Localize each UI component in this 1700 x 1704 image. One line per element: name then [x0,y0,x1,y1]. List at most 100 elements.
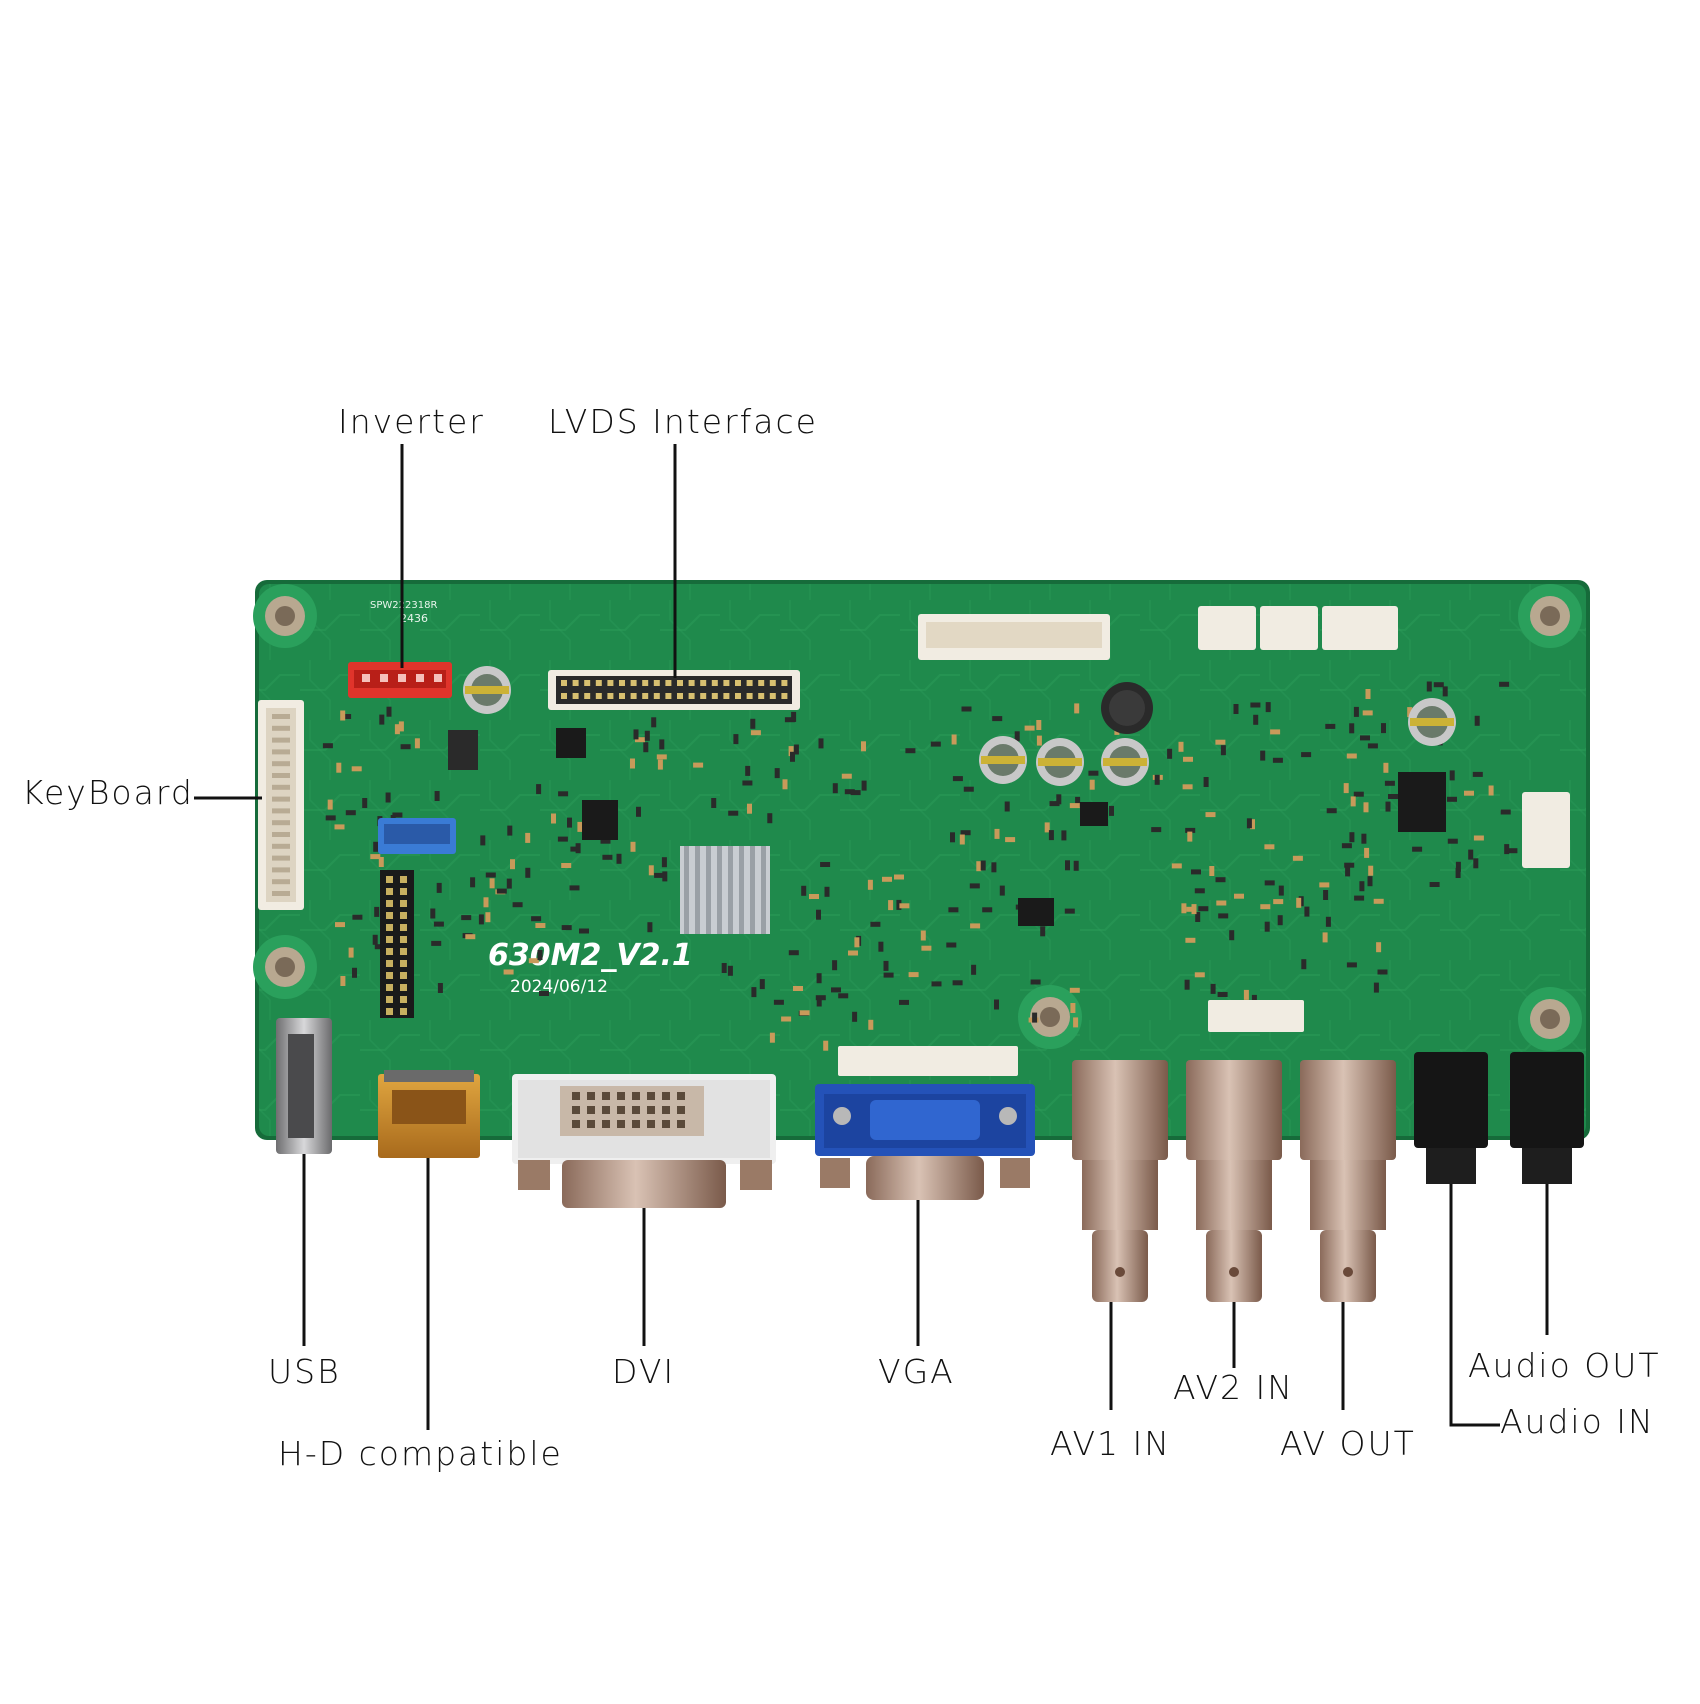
smd-component [992,716,1003,722]
smd-component [982,907,993,913]
smd-component [801,885,807,896]
smd-component [654,872,665,878]
smd-component [325,815,336,821]
mounting-hole-icon [253,584,317,648]
dvi-pin [572,1120,580,1128]
smd-component [362,798,368,808]
smd-component [946,942,957,948]
smd-component [931,981,942,987]
smd-component [570,846,581,852]
smd-component [791,711,797,722]
label-av-out: AV OUT [1280,1424,1416,1463]
lvds-pin [572,680,579,686]
smd-component [854,937,860,948]
smd-component [868,1019,874,1030]
smd-component [733,734,739,745]
smd-component [1191,869,1201,875]
smd-component [1182,784,1193,790]
smd-component [630,841,636,852]
smd-component [616,853,622,864]
keyboard-pin [272,879,290,885]
dvi-pin [632,1106,640,1114]
smd-component [888,900,894,911]
smd-component [483,897,489,908]
lvds-pin [735,680,741,686]
smd-component [525,832,531,843]
lvds-pin [584,680,591,686]
ic-chip [1398,772,1446,832]
label-audio-out: Audio OUT [1468,1346,1661,1385]
smd-component [1353,706,1359,717]
smd-component [793,744,799,755]
smd-component [782,779,788,790]
capacitor-icon [1101,738,1149,786]
board-model-text: 630M2_V2.1 [488,938,693,973]
smd-component [1376,942,1382,953]
smd-component [1210,983,1216,994]
smd-component [392,812,403,818]
smd-component [1350,796,1356,807]
dvi-pin [677,1092,685,1100]
smd-component [1368,865,1374,876]
header-pin [400,888,407,895]
smd-component [1447,796,1457,802]
smd-component [838,993,849,999]
lvds-pin [607,693,614,699]
smd-component [1004,801,1010,812]
mounting-hole-icon [1518,987,1582,1051]
dvi-pin [677,1120,685,1128]
smd-component [1278,885,1284,896]
smd-component [430,908,436,919]
smd-component [510,859,515,870]
smd-component [1412,846,1423,852]
smd-component [721,963,727,973]
smd-component [1195,912,1201,922]
smd-component [1455,861,1461,872]
smd-component [816,909,821,920]
smd-component [1361,833,1367,844]
smd-component [1319,882,1330,888]
smd-component [693,762,704,768]
capacitor-icon [979,736,1027,784]
keyboard-pin [272,761,290,767]
smd-component [643,742,649,753]
smd-component [648,865,654,876]
lvds-pin [653,693,660,699]
smd-component [503,969,514,975]
smd-component [1216,900,1227,906]
smd-component [745,765,751,776]
smd-component [971,964,977,975]
keyboard-pin [272,749,290,755]
header-pin [386,936,393,943]
keyboard-pin [272,725,290,731]
dvi-pin [662,1092,670,1100]
keyboard-pin [272,843,290,849]
lvds-pin [607,680,614,686]
lvds-pin [688,680,695,686]
lvds-pin [630,693,637,699]
smd-component [352,914,363,920]
label-vga: VGA [878,1352,955,1391]
smd-component [1187,831,1193,842]
smd-component [1473,858,1479,869]
smd-component [433,921,444,927]
dvi-pin [587,1106,595,1114]
smd-component [398,721,404,732]
smd-component [1381,723,1386,734]
smd-component [1194,972,1205,978]
dvi-pin [647,1106,655,1114]
smd-component [635,737,645,743]
smd-component [1030,979,1041,985]
smd-component [1036,735,1042,746]
smd-component [1384,780,1395,786]
lvds-pin [595,680,602,686]
smd-component [1325,916,1331,927]
smd-component [832,960,838,971]
smd-component [579,928,589,934]
smd-component [1301,959,1307,970]
smd-component [1061,830,1067,841]
smd-component [651,717,657,728]
debug-pin-header [380,870,414,1018]
smd-component [1074,703,1080,714]
lvds-pin [677,693,683,699]
